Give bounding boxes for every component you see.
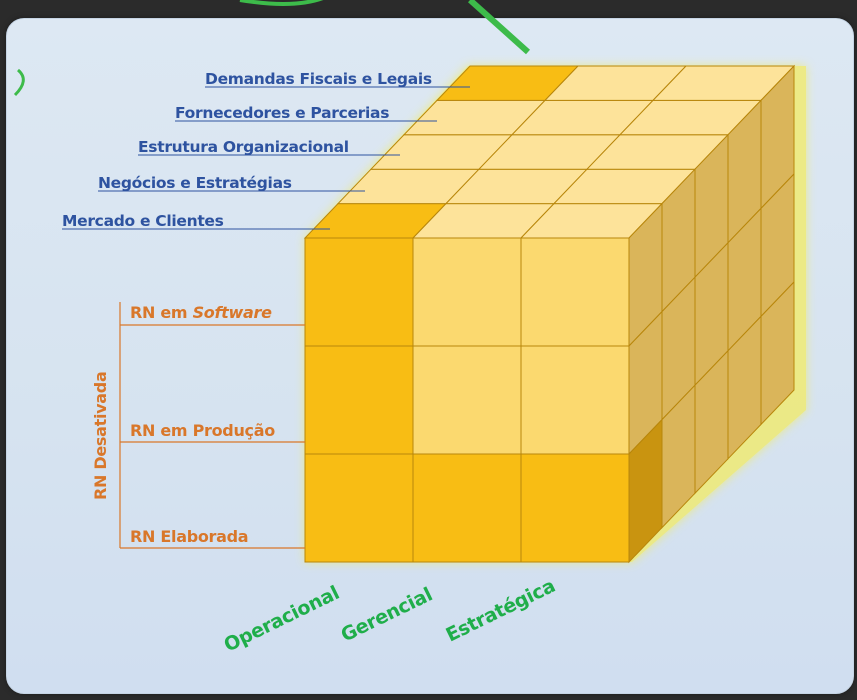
cube-side-cell xyxy=(760,280,795,426)
rubik-cube xyxy=(303,64,796,564)
state-label-desativada: RN Desativada xyxy=(91,372,110,500)
level-label: Gerencial xyxy=(338,583,436,646)
cube-front-cell xyxy=(412,453,522,563)
state-label-producao: RN em Produção xyxy=(130,421,275,440)
green-accent-line xyxy=(239,0,324,6)
cube-front-cell xyxy=(304,345,414,455)
cube-front-cell xyxy=(412,345,522,455)
level-label: Operacional xyxy=(221,582,343,657)
dimension-label: Fornecedores e Parcerias xyxy=(175,104,389,122)
cube-front-cell xyxy=(412,237,522,347)
dimension-label: Negócios e Estratégias xyxy=(98,174,292,192)
dimension-leaders xyxy=(62,86,470,230)
state-bracket xyxy=(119,302,305,549)
cube-front-cell xyxy=(520,345,630,455)
state-label-software: RN em Software xyxy=(130,303,272,322)
level-label: Estratégica xyxy=(443,575,559,647)
cube-front-cell xyxy=(520,237,630,347)
cube-front-cell xyxy=(304,453,414,563)
state-label-elaborada: RN Elaborada xyxy=(130,527,248,546)
dimension-labels: Demandas Fiscais e Legais Fornecedores e… xyxy=(62,70,432,230)
green-accent-line xyxy=(13,68,25,97)
cube-front-cell xyxy=(520,453,630,563)
dimension-label: Mercado e Clientes xyxy=(62,212,224,230)
dimension-label: Demandas Fiscais e Legais xyxy=(205,70,432,88)
green-accent-line xyxy=(467,0,531,55)
dimension-label: Estrutura Organizacional xyxy=(138,138,349,156)
cube-front-cell xyxy=(304,237,414,347)
